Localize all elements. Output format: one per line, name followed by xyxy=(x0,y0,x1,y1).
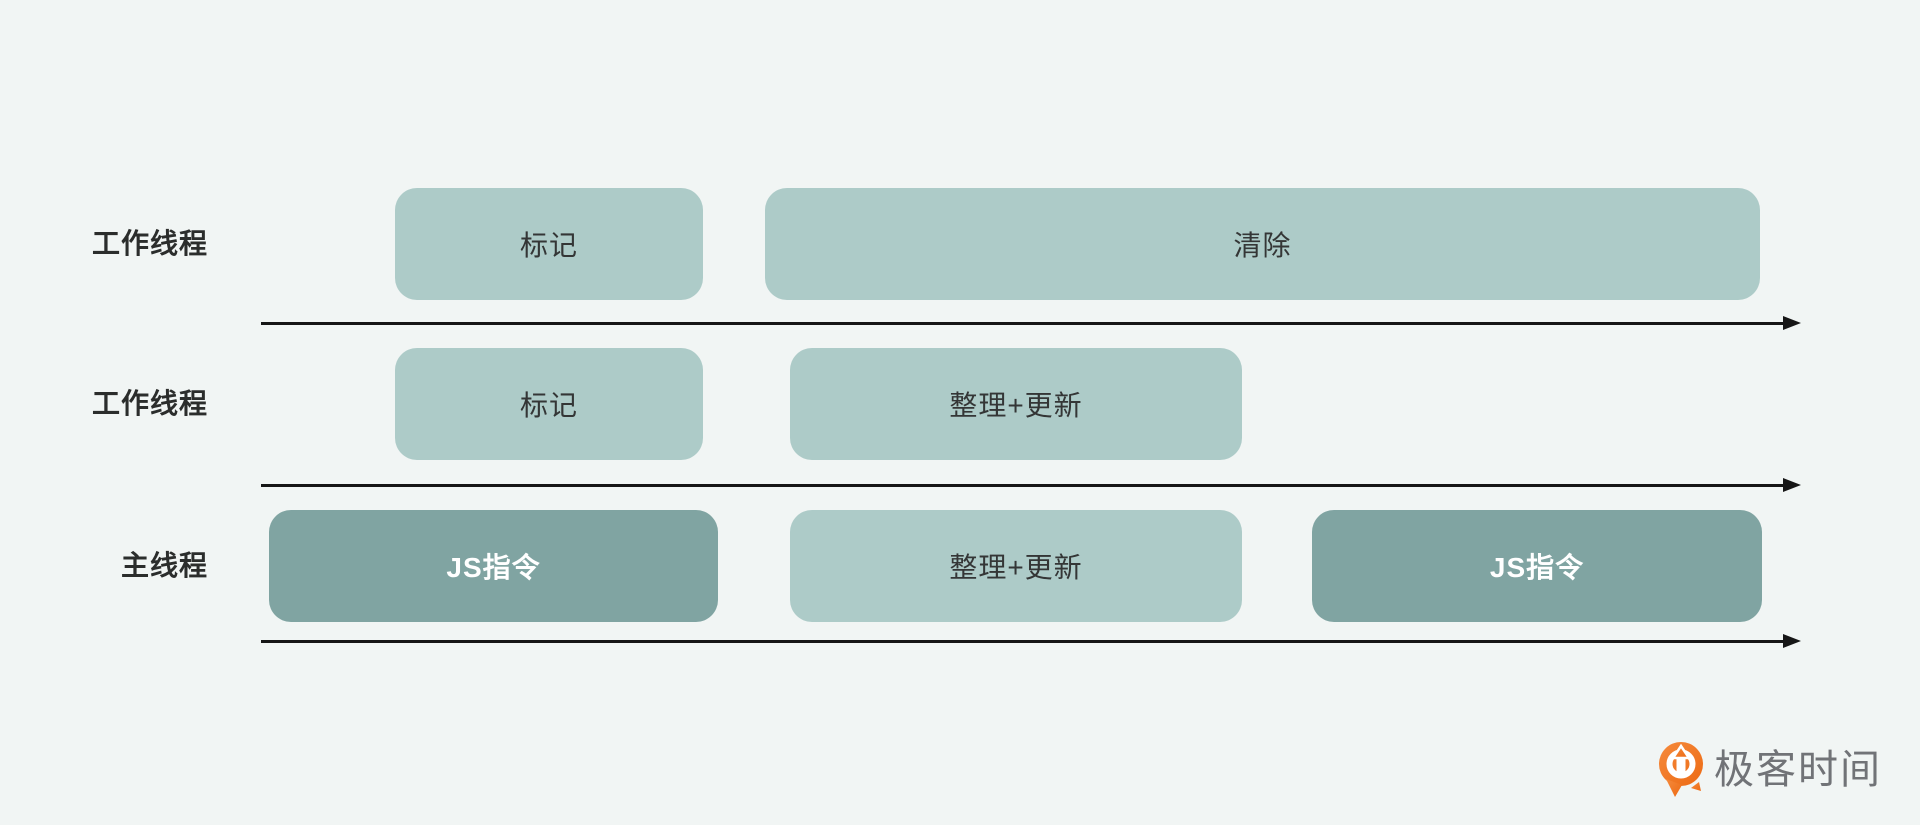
brand-logo: 极客时间 xyxy=(1658,742,1882,798)
timeline-arrow-lane1 xyxy=(261,316,1801,330)
block-compact-update-lane3: 整理+更新 xyxy=(790,510,1242,622)
block-mark-lane2: 标记 xyxy=(395,348,703,460)
timeline-arrow-lane3 xyxy=(261,634,1801,648)
block-mark-lane1: 标记 xyxy=(395,188,703,300)
brand-logo-text: 极客时间 xyxy=(1714,748,1882,792)
geektime-logo-icon xyxy=(1658,742,1704,798)
lane-label-main-thread: 主线程 xyxy=(120,550,208,581)
lane-label-worker-thread-2: 工作线程 xyxy=(91,388,208,419)
block-js-instructions-2: JS指令 xyxy=(1312,510,1762,622)
block-js-instructions-1: JS指令 xyxy=(269,510,718,622)
timeline-arrow-lane2 xyxy=(261,478,1801,492)
block-compact-update-lane2: 整理+更新 xyxy=(790,348,1242,460)
lane-label-worker-thread-1: 工作线程 xyxy=(91,228,208,259)
block-sweep-lane1: 清除 xyxy=(765,188,1760,300)
